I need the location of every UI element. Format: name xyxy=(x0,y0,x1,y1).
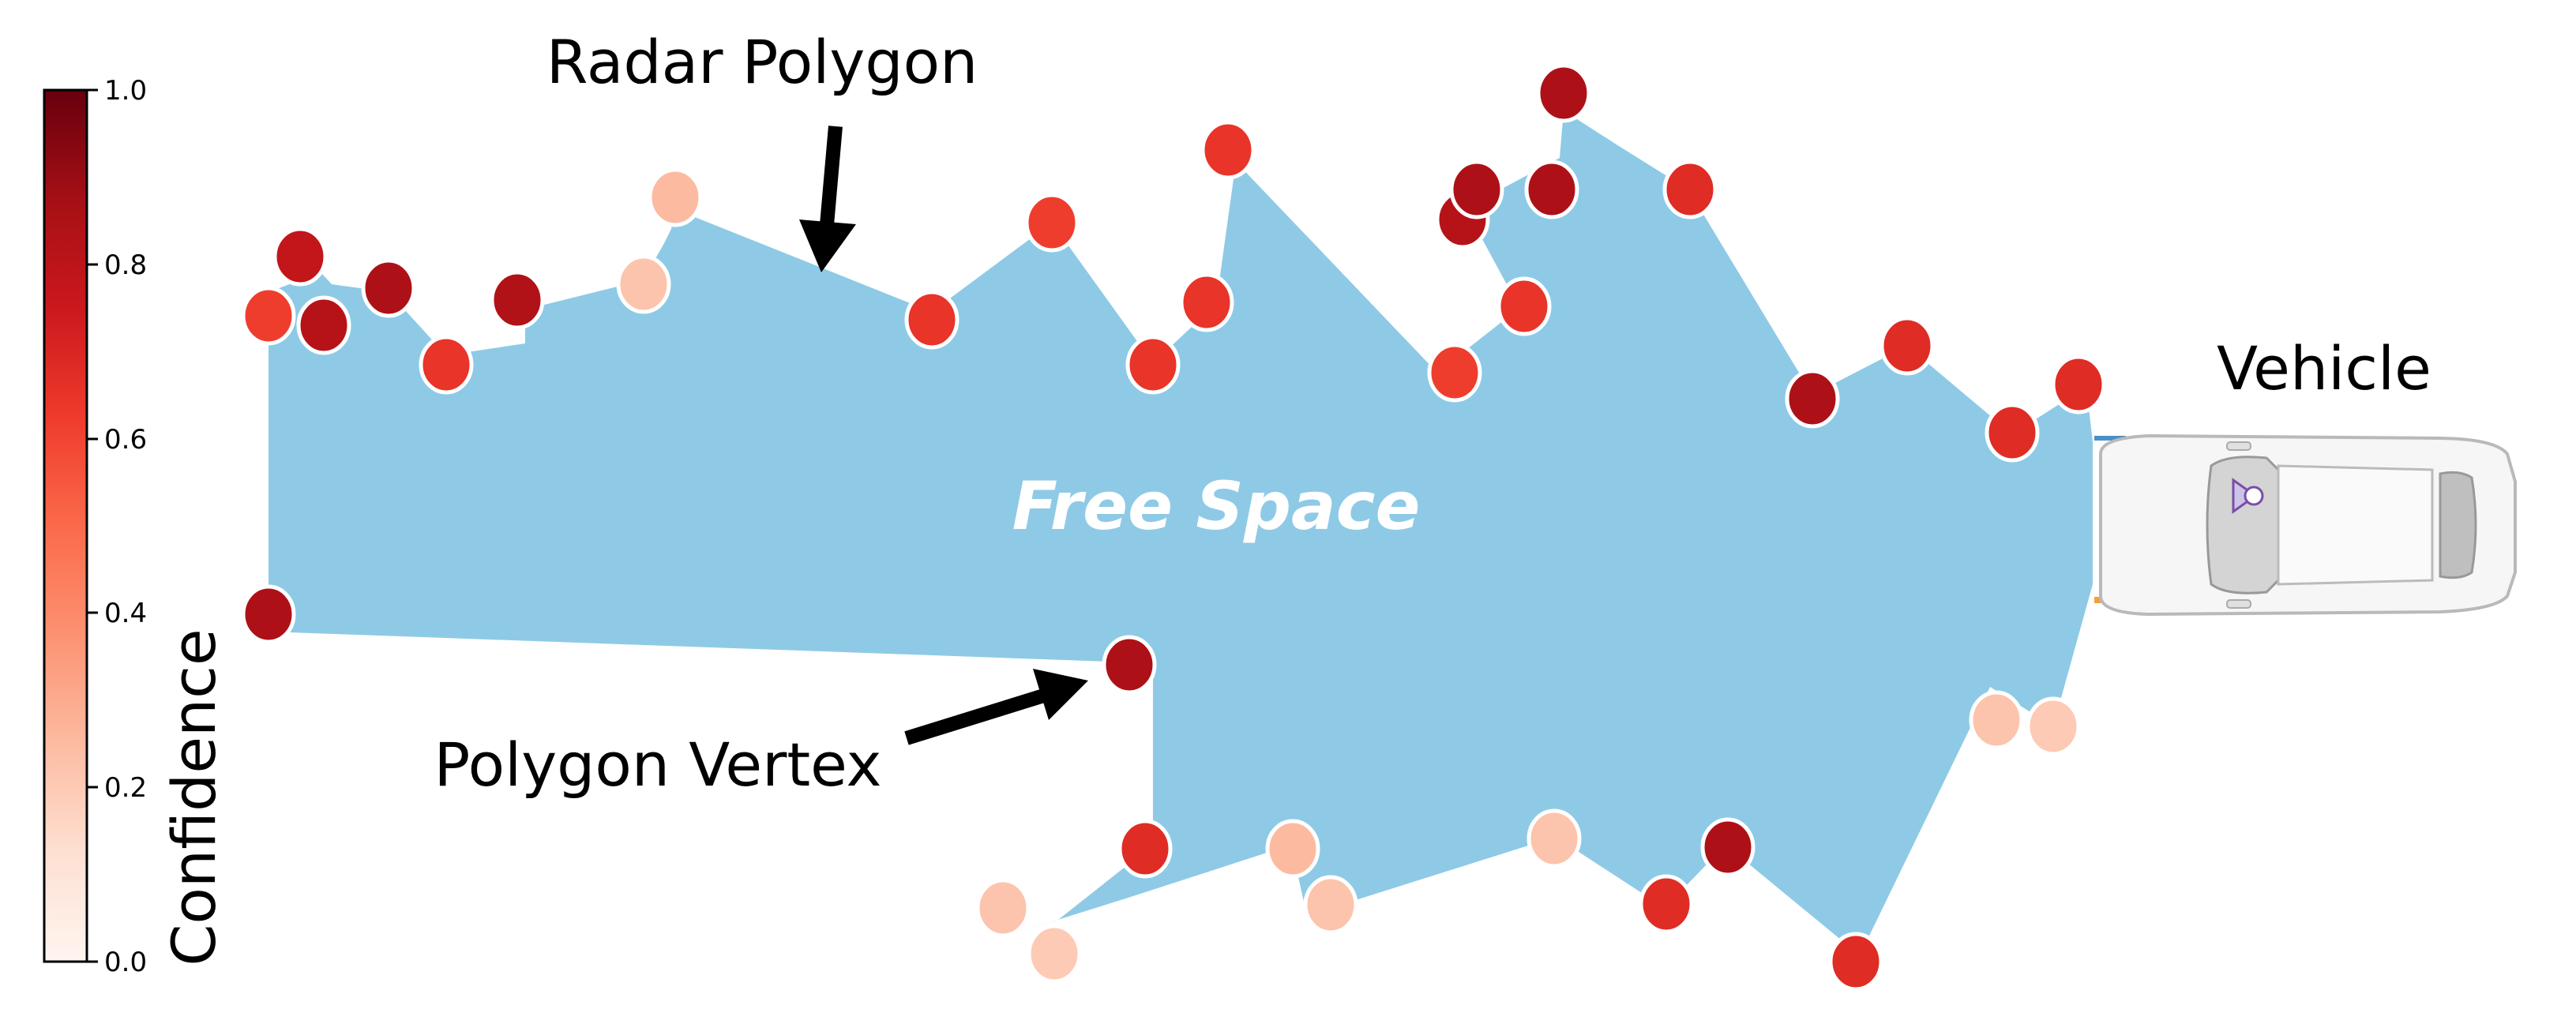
free-space-label: Free Space xyxy=(1012,467,1421,545)
polygon-vertex-point xyxy=(1427,343,1482,403)
polygon-vertex-point xyxy=(1828,932,1883,992)
polygon-vertex-point xyxy=(296,295,351,355)
polygon-vertex-point xyxy=(1879,316,1935,376)
polygon-vertex-point xyxy=(1024,193,1080,253)
radar-polygon-label: Radar Polygon xyxy=(546,27,978,97)
colorbar-ticks xyxy=(87,88,98,963)
polygon-vertex-point xyxy=(241,584,296,644)
polygon-vertex-point xyxy=(241,286,296,346)
polygon-vertex-arrow xyxy=(904,688,1049,745)
polygon-vertex-point xyxy=(1700,817,1756,877)
vehicle-rear-window xyxy=(2439,471,2477,580)
colorbar: 0.0 0.2 0.4 0.6 0.8 1.0 Confidence xyxy=(43,75,229,978)
polygon-vertex-point xyxy=(490,270,545,330)
colorbar-tick-4: 0.8 xyxy=(104,249,147,281)
polygon-vertex-point xyxy=(1102,635,1157,695)
polygon-vertex-point xyxy=(419,335,474,395)
vehicle-roof xyxy=(2277,464,2434,586)
polygon-vertex-point xyxy=(2051,354,2106,414)
polygon-vertex-point xyxy=(1969,690,2024,750)
polygon-vertex-point xyxy=(904,290,959,350)
polygon-vertex-point xyxy=(1785,369,1840,429)
colorbar-tick-0: 0.0 xyxy=(104,947,147,978)
polygon-vertex-point xyxy=(1526,808,1582,868)
polygon-vertex-point xyxy=(975,878,1031,938)
polygon-vertex-point xyxy=(1179,272,1234,332)
vehicle-left-mirror xyxy=(2226,441,2251,451)
polygon-vertex-point xyxy=(616,254,671,314)
polygon-vertices xyxy=(241,63,2106,992)
vehicle xyxy=(2094,433,2517,617)
polygon-vertex-point xyxy=(1200,120,1256,180)
vehicle-left-marker xyxy=(2094,436,2126,441)
vehicle-windshield xyxy=(2206,456,2280,595)
polygon-vertex-point xyxy=(1303,875,1358,935)
polygon-vertex-point xyxy=(1265,819,1320,879)
colorbar-label: Confidence xyxy=(159,628,229,966)
polygon-vertex-point xyxy=(2026,696,2081,756)
polygon-vertex-point xyxy=(1496,276,1552,336)
polygon-vertex-point xyxy=(272,227,328,287)
radar-polygon-arrowhead xyxy=(799,219,856,272)
annotation-arrows xyxy=(799,126,1088,745)
colorbar-gradient xyxy=(43,88,88,963)
polygon-vertex-point xyxy=(1536,63,1591,123)
polygon-vertex-point xyxy=(1524,159,1579,219)
radar-sensor-origin xyxy=(2244,486,2264,506)
free-space-polygon xyxy=(268,111,2093,955)
polygon-vertex-point xyxy=(1027,924,1082,984)
polygon-vertex-point xyxy=(361,258,416,318)
polygon-vertex-point xyxy=(1125,335,1181,395)
radar-polygon-arrow xyxy=(820,126,843,226)
colorbar-tick-3: 0.6 xyxy=(104,424,147,456)
polygon-vertex-label: Polygon Vertex xyxy=(434,730,881,800)
polygon-vertex-arrowhead xyxy=(1033,669,1088,720)
vehicle-right-mirror xyxy=(2226,599,2251,609)
polygon-vertex-point xyxy=(1449,159,1504,219)
polygon-vertex-point xyxy=(1639,874,1694,934)
colorbar-tick-5: 1.0 xyxy=(104,75,147,107)
colorbar-tick-1: 0.2 xyxy=(104,772,147,804)
polygon-vertex-point xyxy=(1117,819,1173,879)
polygon-vertex-point xyxy=(648,167,703,227)
colorbar-tick-2: 0.4 xyxy=(104,598,147,629)
polygon-vertex-point xyxy=(1985,403,2040,463)
vehicle-label: Vehicle xyxy=(2217,333,2431,403)
polygon-vertex-point xyxy=(1662,159,1718,219)
